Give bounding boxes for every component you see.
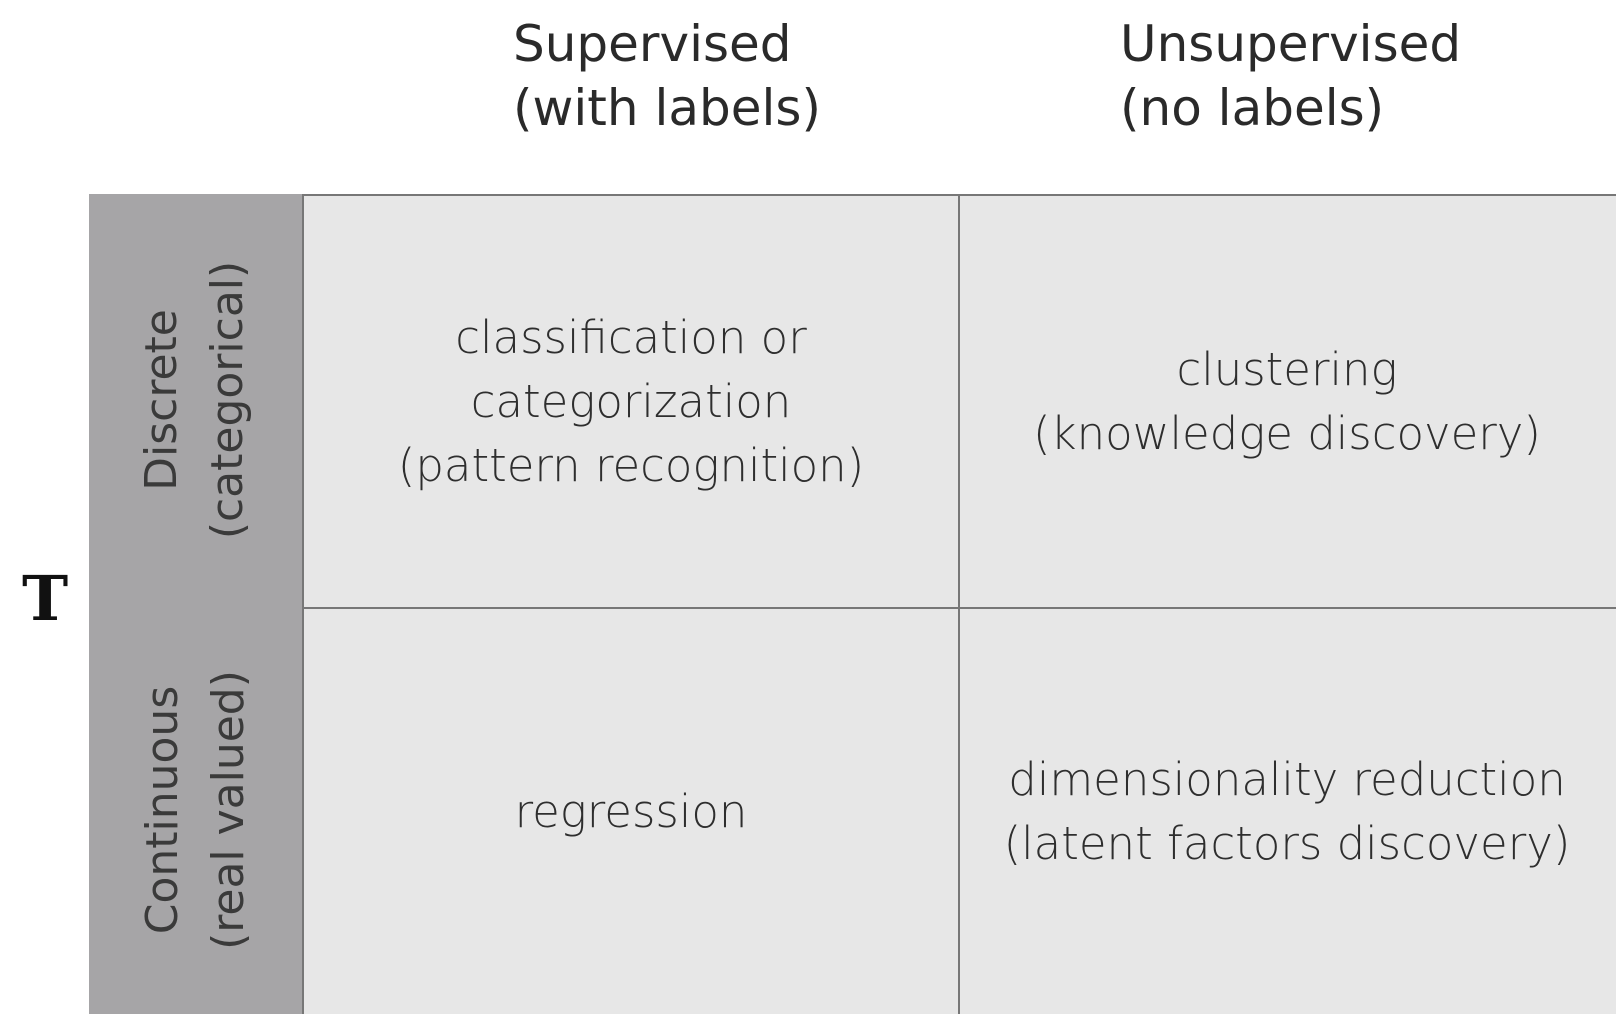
- row-header-discrete: Discrete (categorical): [89, 194, 302, 606]
- column-header-unsupervised-subtitle: (no labels): [1120, 79, 1385, 137]
- cell-regression: regression: [304, 609, 958, 1014]
- cell-clustering-line2: (knowledge discovery): [1032, 406, 1541, 460]
- cell-classification-line2: categorization: [470, 374, 792, 428]
- row-axis-label: T: [22, 562, 69, 635]
- column-header-unsupervised-title: Unsupervised: [1120, 15, 1462, 73]
- cell-classification-line1: classification or: [455, 310, 807, 364]
- cell-classification-line3: (pattern recognition): [397, 438, 865, 492]
- column-header-supervised-title: Supervised: [513, 15, 792, 73]
- row-header-band: Discrete (categorical) Continuous (real …: [89, 194, 302, 1014]
- cell-dimensionality-reduction-line1: dimensionality reduction: [1008, 752, 1566, 806]
- row-header-discrete-subtitle: (categorical): [202, 260, 254, 540]
- grid-horizontal-divider: [304, 607, 1616, 609]
- row-header-continuous: Continuous (real valued): [89, 606, 302, 1014]
- column-header-supervised-subtitle: (with labels): [513, 79, 821, 137]
- cell-clustering: clustering (knowledge discovery): [958, 196, 1616, 607]
- cell-classification: classification or categorization (patter…: [304, 196, 958, 607]
- task-grid: classification or categorization (patter…: [302, 194, 1616, 1014]
- cell-dimensionality-reduction-line2: (latent factors discovery): [1003, 816, 1571, 870]
- cell-dimensionality-reduction: dimensionality reduction (latent factors…: [958, 609, 1616, 1014]
- column-header-unsupervised: Unsupervised (no labels): [1120, 12, 1461, 140]
- column-header-supervised: Supervised (with labels): [513, 12, 821, 140]
- cell-clustering-line1: clustering: [1176, 342, 1398, 396]
- row-header-continuous-title: Continuous: [136, 685, 188, 935]
- row-header-continuous-subtitle: (real valued): [202, 670, 254, 950]
- grid-vertical-divider: [958, 196, 960, 1014]
- cell-regression-line1: regression: [514, 784, 748, 838]
- row-header-discrete-title: Discrete: [136, 309, 188, 491]
